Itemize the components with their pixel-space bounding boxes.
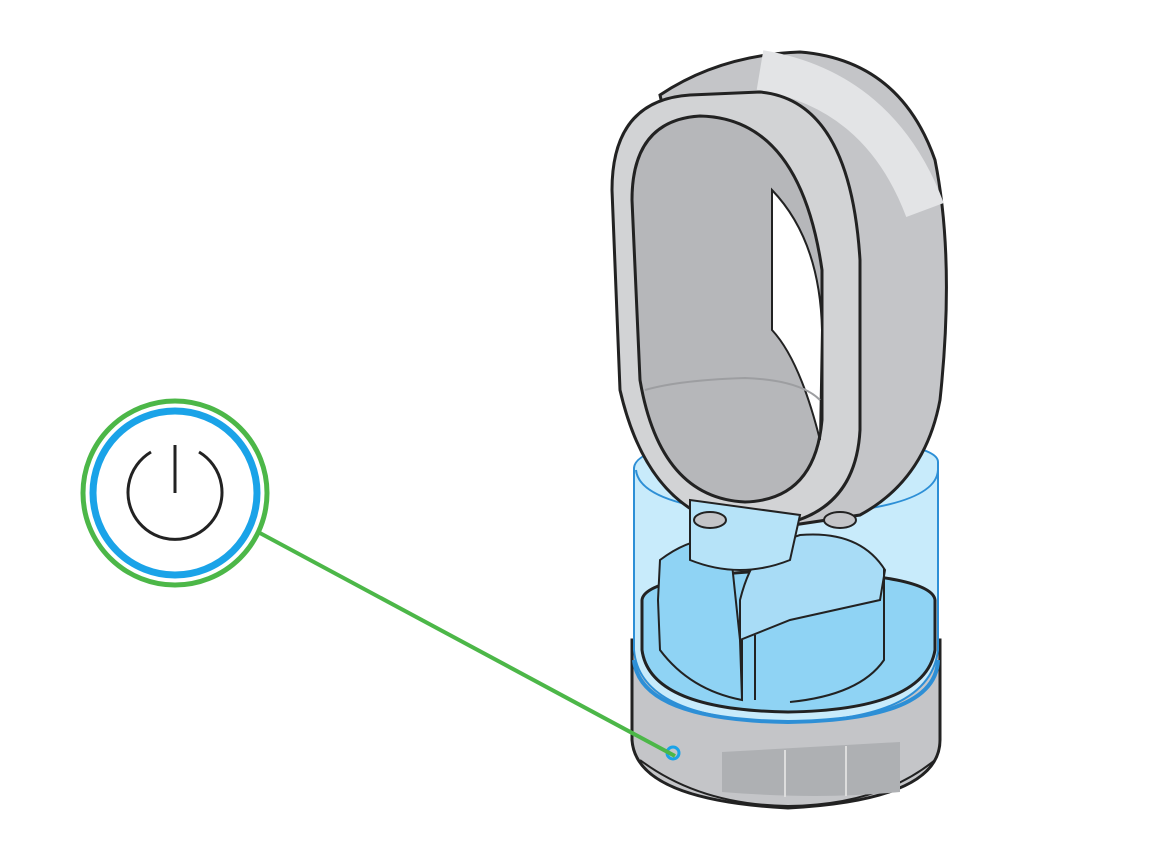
water-tank xyxy=(632,434,940,725)
power-icon xyxy=(126,445,224,541)
base-grille xyxy=(722,742,900,796)
callout-leader-line xyxy=(257,530,676,758)
power-button-callout xyxy=(80,398,270,588)
air-loop xyxy=(610,50,948,571)
